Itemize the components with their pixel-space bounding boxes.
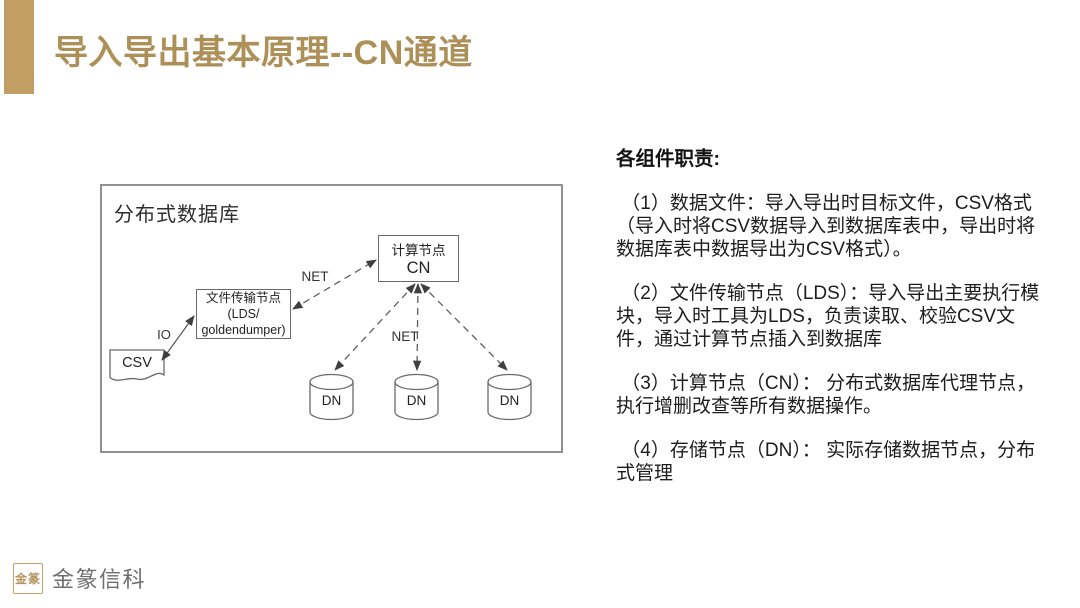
seal-characters: 金篆 (14, 571, 41, 586)
diagram-connectors (109, 259, 532, 421)
panel-heading: 各组件职责: (616, 148, 720, 170)
slide-title: 导入导出基本原理--CN通道 (54, 34, 473, 72)
title-accent-bar (4, 0, 34, 94)
panel-paragraph-2: （2）文件传输节点（LDS）：导入导出主要执行模块，导入时工具为LDS，负责读取… (616, 283, 1040, 350)
net-upper-edge (292, 259, 377, 310)
company-name: 金篆信科 (52, 567, 147, 592)
csv-document-shape (109, 349, 165, 381)
cn-dn3-edge (420, 283, 508, 371)
net-upper-edge-label: NET (301, 269, 329, 284)
dn-cylinder-1 (309, 373, 354, 421)
dn-cylinder-3 (487, 373, 532, 421)
company-logo: 金篆 金篆信科 (13, 562, 146, 594)
architecture-diagram: 分布式数据库 计算节点 CN 文件传输节点 (LDS/ goldendumper… (100, 184, 563, 453)
cn-dn2-edge (412, 282, 423, 372)
lds-node: 文件传输节点 (LDS/ goldendumper) (196, 289, 291, 339)
panel-paragraph-1: （1）数据文件：导入导出时目标文件，CSV格式（导入时将CSV数据导入到数据库表… (616, 193, 1036, 260)
dn-node-3-label: DN (499, 393, 520, 408)
diagram-title: 分布式数据库 (114, 204, 240, 226)
dn-node-1-label: DN (321, 393, 342, 408)
io-edge (161, 315, 195, 361)
dn-node-2-label: DN (406, 393, 427, 408)
io-edge-label: IO (157, 327, 171, 342)
lds-node-label: 文件传输节点 (LDS/ goldendumper) (201, 291, 286, 337)
cn-dn1-edge (334, 283, 416, 371)
dn-cylinder-2 (394, 373, 439, 421)
component-responsibilities-panel: 各组件职责: （1）数据文件：导入导出时目标文件，CSV格式（导入时将CSV数据… (616, 147, 1044, 485)
panel-paragraph-4: （4）存储节点（DN）： 实际存储数据节点，分布式管理 (616, 440, 1036, 484)
panel-paragraph-3: （3）计算节点（CN）： 分布式数据库代理节点，执行增删改查等所有数据操作。 (616, 373, 1036, 417)
company-seal-icon: 金篆 (13, 562, 43, 594)
net-lower-edge-label: NET (391, 329, 419, 344)
csv-node-label: CSV (122, 355, 152, 371)
cn-node: 计算节点 CN (378, 235, 459, 282)
cn-node-label: 计算节点 (391, 243, 446, 258)
cn-node-code: CN (406, 259, 431, 277)
